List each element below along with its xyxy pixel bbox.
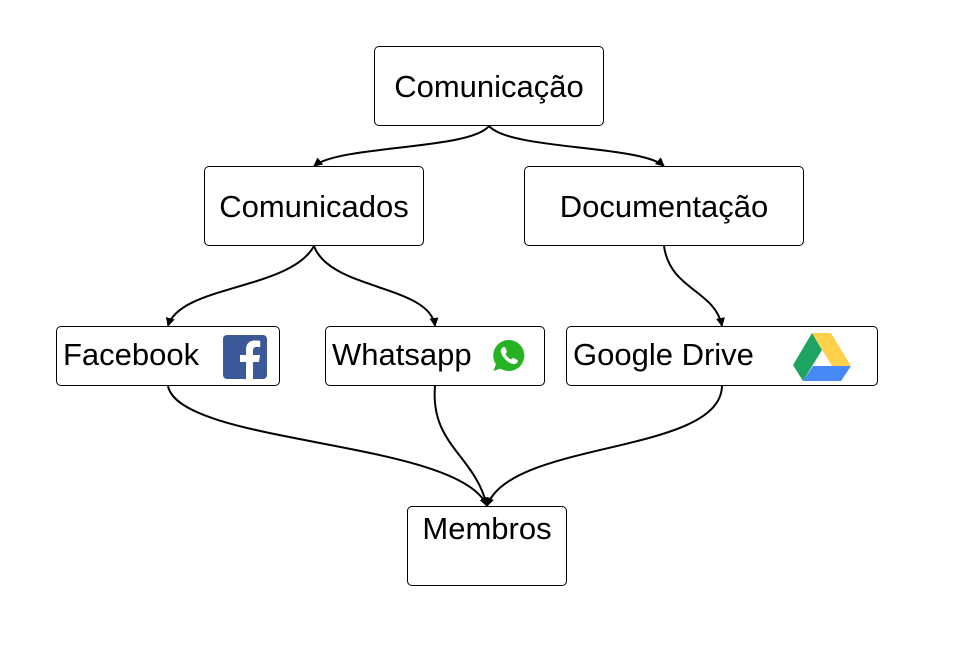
edge-documentacao-gdrive	[663, 245, 725, 327]
node-membros[interactable]: Membros	[407, 506, 567, 586]
node-google-drive-label: Google Drive	[573, 337, 754, 372]
edge-comunicados-whatsapp	[313, 245, 439, 327]
node-membros-label: Membros	[422, 511, 552, 546]
node-comunicados-label: Comunicados	[219, 188, 409, 224]
node-whatsapp[interactable]: Whatsapp	[325, 326, 545, 386]
node-comunicacao-label: Comunicação	[394, 68, 584, 104]
whatsapp-icon	[491, 338, 527, 373]
node-facebook[interactable]: Facebook	[56, 326, 280, 386]
node-google-drive[interactable]: Google Drive	[566, 326, 878, 386]
facebook-icon	[223, 335, 267, 379]
node-comunicados[interactable]: Comunicados	[204, 166, 424, 246]
edge-facebook-membros	[167, 385, 489, 507]
edge-gdrive-membros	[485, 385, 723, 507]
edge-comunicacao-comunicados	[313, 125, 490, 167]
edge-comunicados-facebook	[165, 245, 315, 327]
node-whatsapp-label: Whatsapp	[332, 337, 472, 372]
edge-comunicacao-documentacao	[488, 125, 665, 167]
edge-whatsapp-membros	[433, 385, 490, 507]
google-drive-icon	[793, 333, 851, 381]
node-documentacao-label: Documentação	[559, 188, 769, 224]
node-comunicacao[interactable]: Comunicação	[374, 46, 604, 126]
node-documentacao[interactable]: Documentação	[524, 166, 804, 246]
node-facebook-label: Facebook	[63, 337, 200, 372]
